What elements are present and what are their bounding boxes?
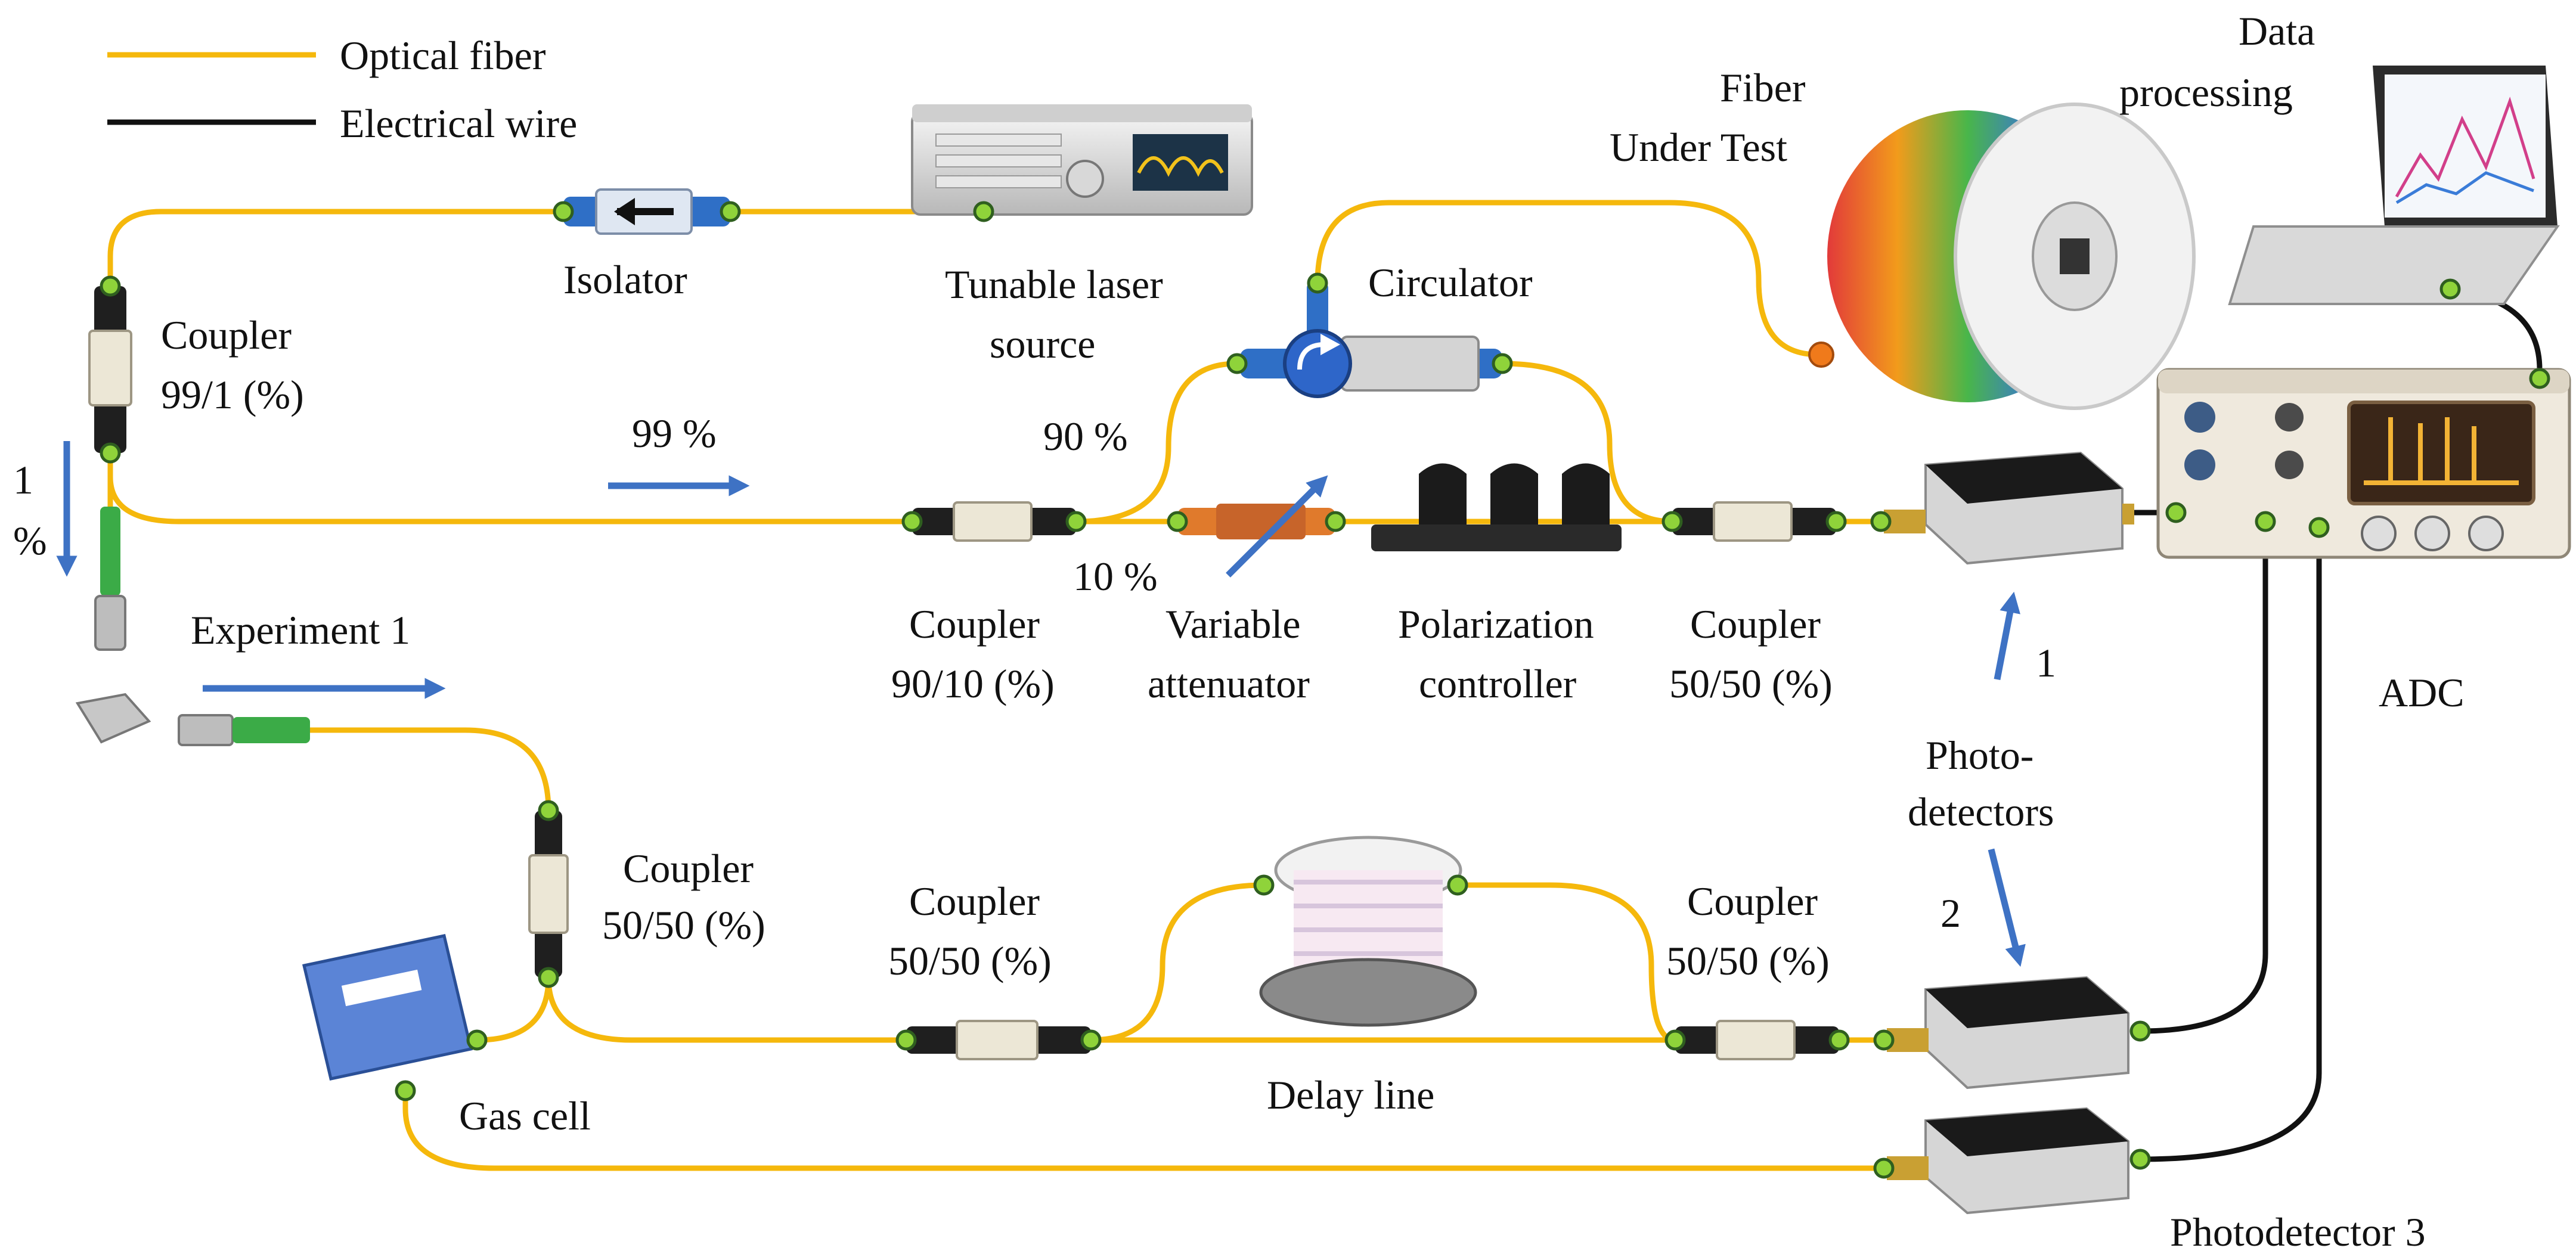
arrow-pd1 — [1994, 591, 2020, 681]
laser-label-line1: Tunable laser — [945, 262, 1163, 307]
fut-label-line2: Under Test — [1610, 125, 1787, 170]
photodetector-1 — [1870, 451, 2134, 565]
variable-attenuator — [1167, 504, 1346, 539]
fiber-under-test-spool — [1808, 103, 2196, 410]
gas-cell-label: Gas cell — [459, 1093, 591, 1138]
photodetector-3 — [1873, 1107, 2151, 1215]
delay-line-spool — [1253, 836, 1477, 1027]
pct-10-label: 10 % — [1073, 554, 1158, 599]
adc-label: ADC — [2379, 670, 2465, 715]
attenuator-label-line1: Variable — [1165, 601, 1301, 647]
pct-90-label: 90 % — [1043, 414, 1128, 459]
wire-pd3-to-adc — [2137, 524, 2322, 1162]
fiber-circulator-to-fut — [1315, 200, 1821, 358]
delay-line-label: Delay line — [1267, 1072, 1434, 1118]
fiber-90-to-circulator — [1073, 361, 1240, 524]
adc-oscilloscope — [2156, 368, 2571, 559]
coupler-50-50-c-label-line2: 50/50 (%) — [888, 938, 1052, 983]
coupler-50-50-b-label-line1: Coupler — [623, 846, 754, 891]
coupler-99-1 — [88, 275, 132, 464]
coupler-50-50-a-label-line1: Coupler — [1690, 601, 1821, 647]
pd-num-1: 1 — [2036, 640, 2056, 685]
coupler-50-50-b-label-line2: 50/50 (%) — [602, 902, 765, 948]
legend-fiber-label: Optical fiber — [340, 33, 546, 78]
experiment-connectors — [75, 507, 310, 746]
coupler-50-50-a — [1661, 501, 1847, 542]
coupler-50-50-d-label-line2: 50/50 (%) — [1666, 938, 1830, 983]
laptop-icon — [2228, 66, 2560, 305]
attenuator-label-line2: attenuator — [1148, 661, 1310, 706]
tunable-laser-source — [911, 104, 1253, 222]
coupler-90-10-label-line1: Coupler — [909, 601, 1040, 647]
pct-1-label-line1: 1 — [13, 457, 33, 502]
fiber-5050c-to-delay — [1088, 882, 1267, 1043]
experiment-label: Experiment 1 — [191, 607, 410, 653]
legend: Optical fiber Electrical wire — [107, 33, 577, 146]
arrow-pd2 — [1988, 848, 2026, 967]
fut-label-line1: Fiber — [1720, 65, 1806, 110]
fiber-5050b-to-5050c — [545, 974, 909, 1043]
wire-pd2-to-adc — [2137, 519, 2268, 1034]
fiber-coupler-to-isolator — [107, 209, 566, 289]
photodetectors-label-line2: detectors — [1908, 789, 2054, 834]
fiber-gascell-to-pd3 — [402, 1088, 1887, 1171]
polarization-label-line1: Polarization — [1398, 601, 1594, 647]
direction-arrows — [56, 441, 2026, 967]
arrow-attenuator — [1226, 475, 1328, 578]
fiber-5050b-to-gascell — [474, 974, 551, 1043]
coupler-99-label-line2: 99/1 (%) — [161, 372, 304, 417]
coupler-50-50-a-label-line2: 50/50 (%) — [1669, 661, 1833, 706]
legend-wire-label: Electrical wire — [340, 101, 577, 146]
photodetectors-label-line1: Photo- — [1926, 733, 2033, 778]
data-label-line2: processing — [2119, 70, 2293, 115]
coupler-50-50-c-label-line1: Coupler — [909, 879, 1040, 924]
fiber-circulator-to-5050a — [1499, 361, 1675, 524]
coupler-50-50-c — [895, 1020, 1102, 1060]
circulator-label: Circulator — [1368, 260, 1533, 305]
polarization-controller — [1371, 463, 1622, 551]
fiber-delay-to-5050d — [1455, 882, 1678, 1043]
isolator — [553, 188, 741, 235]
circulator — [1226, 272, 1513, 398]
polarization-label-line2: controller — [1419, 661, 1577, 706]
coupler-50-50-b — [528, 800, 569, 988]
fiber-coupler-99-to-90-10 — [107, 450, 915, 524]
coupler-99-label-line1: Coupler — [161, 312, 292, 358]
photodetector-2 — [1873, 976, 2151, 1090]
laser-label-line2: source — [990, 321, 1095, 367]
gas-cell — [302, 934, 488, 1101]
text-labels: Isolator Tunable laser source Circulator… — [13, 8, 2465, 1255]
pct-1-label-line2: % — [13, 518, 47, 563]
isolator-label: Isolator — [563, 257, 687, 302]
fiber-exp1-to-coupler-5050b — [307, 727, 551, 814]
coupler-90-10-label-line2: 90/10 (%) — [891, 661, 1055, 706]
coupler-50-50-d-label-line1: Coupler — [1687, 879, 1818, 924]
data-label-line1: Data — [2239, 8, 2315, 54]
photodetector-3-label: Photodetector 3 — [2170, 1209, 2426, 1255]
coupler-90-10 — [901, 501, 1087, 542]
pct-99-label: 99 % — [632, 411, 717, 456]
pd-num-2: 2 — [1940, 890, 1961, 936]
coupler-50-50-d — [1664, 1020, 1850, 1060]
